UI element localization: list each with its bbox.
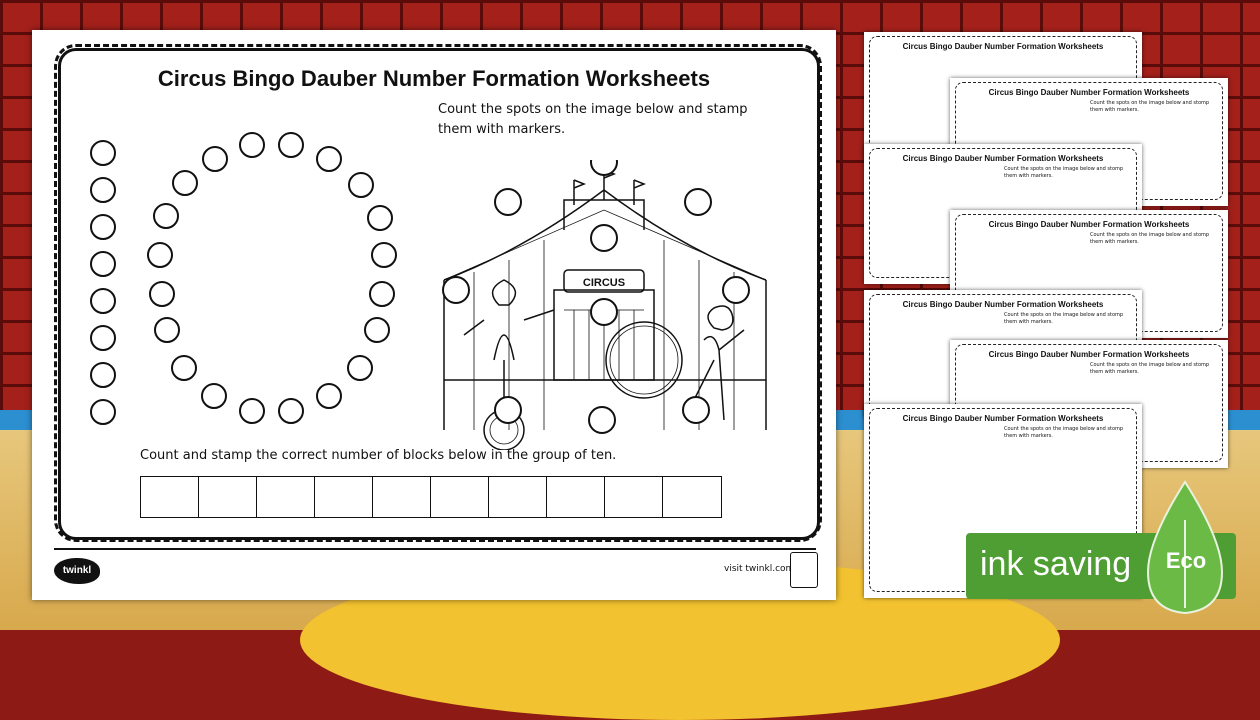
dauber-dot (90, 177, 116, 203)
dauber-dot (90, 399, 116, 425)
stamp-block (663, 477, 721, 517)
thumbnail-instruction: Count the spots on the image below and s… (1090, 362, 1210, 375)
stamp-block (547, 477, 605, 517)
thumbnail-instruction: Count the spots on the image below and s… (1090, 100, 1210, 113)
tent-spot (494, 396, 522, 424)
tent-spot (684, 188, 712, 216)
dauber-dot (90, 214, 116, 240)
stamp-block (373, 477, 431, 517)
dauber-dot (154, 317, 180, 343)
dauber-dot (369, 281, 395, 307)
thumbnail-instruction: Count the spots on the image below and s… (1004, 312, 1124, 325)
ten-frame-blocks (140, 476, 722, 518)
thumbnail-title: Circus Bingo Dauber Number Formation Wor… (902, 154, 1104, 163)
tent-spot (442, 276, 470, 304)
worksheet-preview: Circus Bingo Dauber Number Formation Wor… (32, 30, 836, 600)
instruction-top: Count the spots on the image below and s… (438, 102, 748, 137)
thumbnail-title: Circus Bingo Dauber Number Formation Wor… (988, 220, 1190, 229)
worksheet-title: Circus Bingo Dauber Number Formation Wor… (157, 66, 711, 91)
scalloped-border (54, 44, 822, 542)
footer-divider (54, 548, 816, 550)
thumbnail-instruction: Count the spots on the image below and s… (1004, 166, 1124, 179)
thumbnail-title: Circus Bingo Dauber Number Formation Wor… (988, 350, 1190, 359)
tent-spot (590, 224, 618, 252)
dauber-dot (202, 146, 228, 172)
tent-spot (590, 298, 618, 326)
dauber-dot (90, 362, 116, 388)
dauber-dot (347, 355, 373, 381)
stamp-block (431, 477, 489, 517)
dauber-dot (201, 383, 227, 409)
dauber-dot (90, 288, 116, 314)
dauber-dot (278, 398, 304, 424)
eco-word: Eco (1165, 548, 1207, 573)
tent-spot (588, 406, 616, 434)
dauber-dot (316, 146, 342, 172)
ink-saving-label: ink saving (980, 545, 1132, 583)
thumbnail-instruction: Count the spots on the image below and s… (1004, 426, 1124, 439)
eco-leaf-icon (1146, 480, 1224, 615)
stamp-block (489, 477, 547, 517)
instruction-bottom: Count and stamp the correct number of bl… (140, 448, 617, 463)
dauber-dot (172, 170, 198, 196)
stamp-block (605, 477, 663, 517)
thumbnail-title: Circus Bingo Dauber Number Formation Wor… (988, 88, 1190, 97)
thumbnail-title: Circus Bingo Dauber Number Formation Wor… (902, 414, 1104, 423)
circus-sign: CIRCUS (583, 277, 625, 289)
dauber-dot (348, 172, 374, 198)
tent-spot (682, 396, 710, 424)
stamp-block (199, 477, 257, 517)
thumbnail-title: Circus Bingo Dauber Number Formation Wor… (902, 42, 1104, 51)
dauber-dot (239, 132, 265, 158)
dauber-dot (171, 355, 197, 381)
circus-tent-illustration: CIRCUS (442, 160, 767, 450)
dauber-dot (239, 398, 265, 424)
dauber-dot (147, 242, 173, 268)
thumbnail-instruction: Count the spots on the image below and s… (1090, 232, 1210, 245)
dauber-dot (367, 205, 393, 231)
dauber-dot (149, 281, 175, 307)
stamp-block (141, 477, 199, 517)
dauber-dot (90, 140, 116, 166)
twinkl-logo: twinkl (54, 558, 100, 584)
dauber-dot (371, 242, 397, 268)
tent-spot (494, 188, 522, 216)
dauber-dot (90, 325, 116, 351)
worksheet-frame (58, 48, 820, 540)
dauber-dot (278, 132, 304, 158)
thumbnail-title: Circus Bingo Dauber Number Formation Wor… (902, 300, 1104, 309)
dauber-dot (316, 383, 342, 409)
stamp-block (315, 477, 373, 517)
dauber-dot (364, 317, 390, 343)
quality-badge-icon (790, 552, 818, 588)
tent-spot (590, 160, 618, 176)
tent-spot (722, 276, 750, 304)
dauber-dot (153, 203, 179, 229)
dauber-dot (90, 251, 116, 277)
stamp-block (257, 477, 315, 517)
footer-url: visit twinkl.com (724, 564, 795, 574)
